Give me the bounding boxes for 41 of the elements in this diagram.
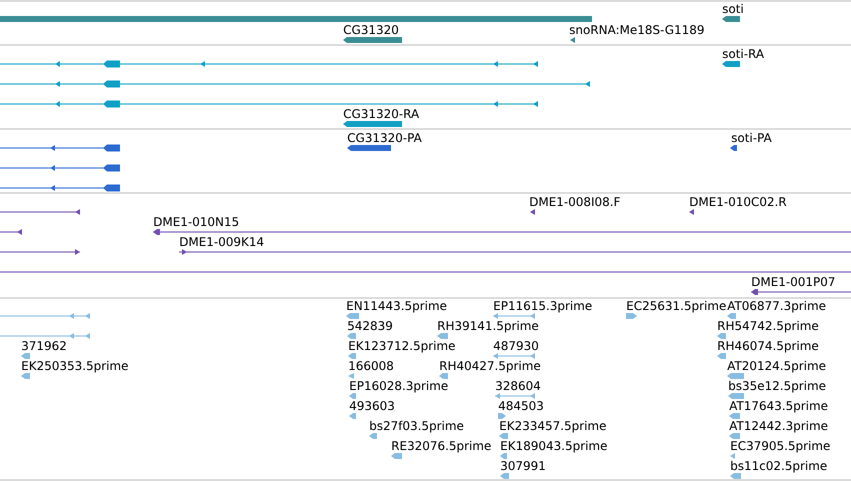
feature-label: EK250353.5prime	[22, 360, 128, 372]
feature-label: 487930	[494, 341, 538, 350]
feature-label: EP16028.3prime	[350, 380, 448, 392]
feature-label: bs35e12.5prime	[729, 380, 826, 392]
feature-label: 371962	[22, 341, 66, 350]
feature-label: EC37905.5prime	[731, 440, 830, 452]
feature-label: DME1-010N15	[154, 217, 238, 226]
feature-label: 307991	[501, 461, 545, 470]
feature-label: RH40427.5prime	[440, 360, 540, 372]
feature-label: AT12442.3prime	[729, 420, 828, 432]
feature-label: soti-PA	[732, 132, 772, 142]
feature-label: AT17643.5prime	[729, 400, 828, 412]
feature-label: 493603	[350, 401, 394, 410]
feature-label: EK123712.5prime	[349, 340, 455, 352]
feature-label: bs11c02.5prime	[731, 460, 827, 472]
feature-label: AT06877.3prime	[727, 300, 826, 312]
feature-label: AT20124.5prime	[727, 360, 826, 372]
feature-label: RE32076.5prime	[392, 440, 491, 452]
feature-label: CG31320-RA	[344, 109, 420, 118]
feature-label: soti-RA	[722, 48, 764, 58]
feature-label: CG31320	[344, 25, 398, 34]
feature-label: DME1-009K14	[180, 237, 264, 246]
feature-label: RH39141.5prime	[438, 320, 538, 332]
feature-label: EK189043.5prime	[501, 440, 607, 452]
feature-label: EP11615.3prime	[494, 300, 592, 312]
feature-label: DME1-010C02.R	[690, 197, 786, 206]
feature-label: 542839	[348, 321, 392, 330]
feature-label: 328604	[496, 381, 540, 390]
feature-label: RH46074.5prime	[718, 340, 818, 352]
feature-label: CG31320-PA	[348, 133, 422, 142]
feature-label: RH54742.5prime	[718, 320, 818, 332]
feature-label: bs27f03.5prime	[370, 420, 464, 432]
feature-label: DME1-008I08.F	[530, 197, 620, 206]
feature-label: 484503	[498, 401, 543, 410]
feature-label: EK233457.5prime	[500, 420, 606, 432]
feature-label: snoRNA:Me18S-G1189	[570, 25, 704, 34]
feature-label: EC25631.5prime	[627, 300, 726, 312]
feature-label: DME1-001P07	[752, 277, 834, 286]
feature-label: EN11443.5prime	[347, 300, 446, 312]
feature-label: 166008	[350, 361, 393, 370]
feature-label: soti	[722, 4, 743, 14]
